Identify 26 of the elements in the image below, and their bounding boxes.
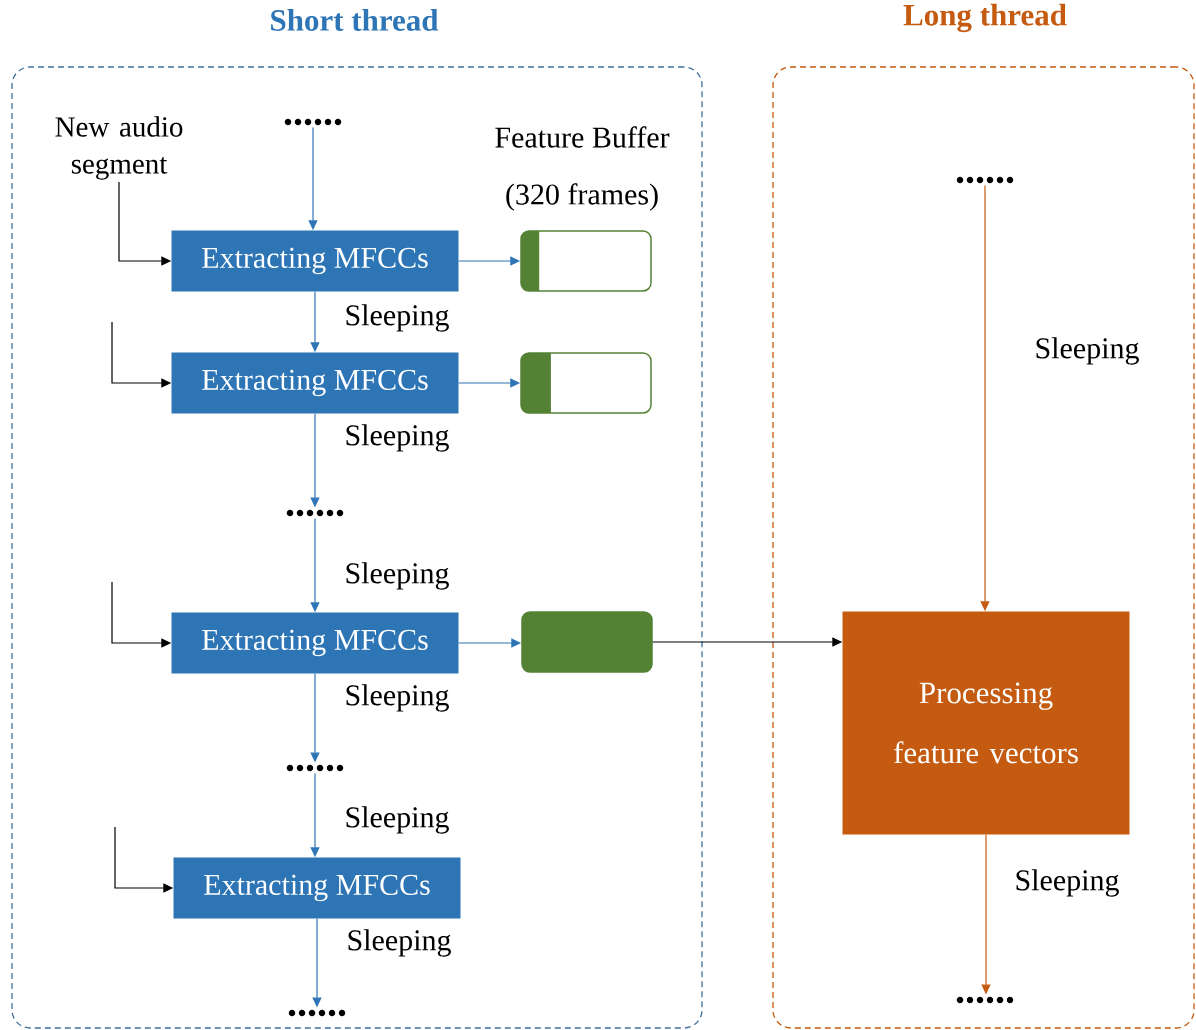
- process-box: Extracting MFCCs: [171, 352, 459, 414]
- edge-label: Sleeping: [1013, 868, 1121, 898]
- edge-label: Sleeping: [343, 423, 451, 453]
- ellipsis: ......: [286, 509, 344, 517]
- edge-label: Sleeping: [345, 928, 453, 958]
- buffer-heading: (320 frames): [506, 183, 658, 211]
- ellipsis: ......: [956, 176, 1014, 184]
- process-box: Extracting MFCCs: [173, 857, 461, 919]
- buffer-bar: [520, 352, 652, 414]
- ellipsis: ......: [286, 764, 344, 772]
- buffer-bar: [521, 611, 653, 673]
- ellipsis: ......: [284, 118, 342, 126]
- edge-label: Sleeping: [343, 683, 451, 713]
- ellipsis: ......: [956, 996, 1014, 1004]
- buffer-heading: Feature Buffer: [495, 126, 670, 148]
- process-box: Processing feature vectors: [842, 611, 1130, 835]
- process-box: Extracting MFCCs: [171, 612, 459, 674]
- edge-label: Sleeping: [1033, 336, 1141, 366]
- process-box: Extracting MFCCs: [171, 230, 459, 292]
- edge-label: Sleeping: [343, 303, 451, 333]
- ellipsis: ......: [288, 1009, 346, 1017]
- edge-label: Sleeping: [343, 805, 451, 835]
- panel-heading: Long thread: [903, 3, 1067, 33]
- panel-heading: Short thread: [271, 9, 439, 31]
- edge-label: Sleeping: [343, 561, 451, 591]
- source-label: New audio segment: [55, 116, 183, 180]
